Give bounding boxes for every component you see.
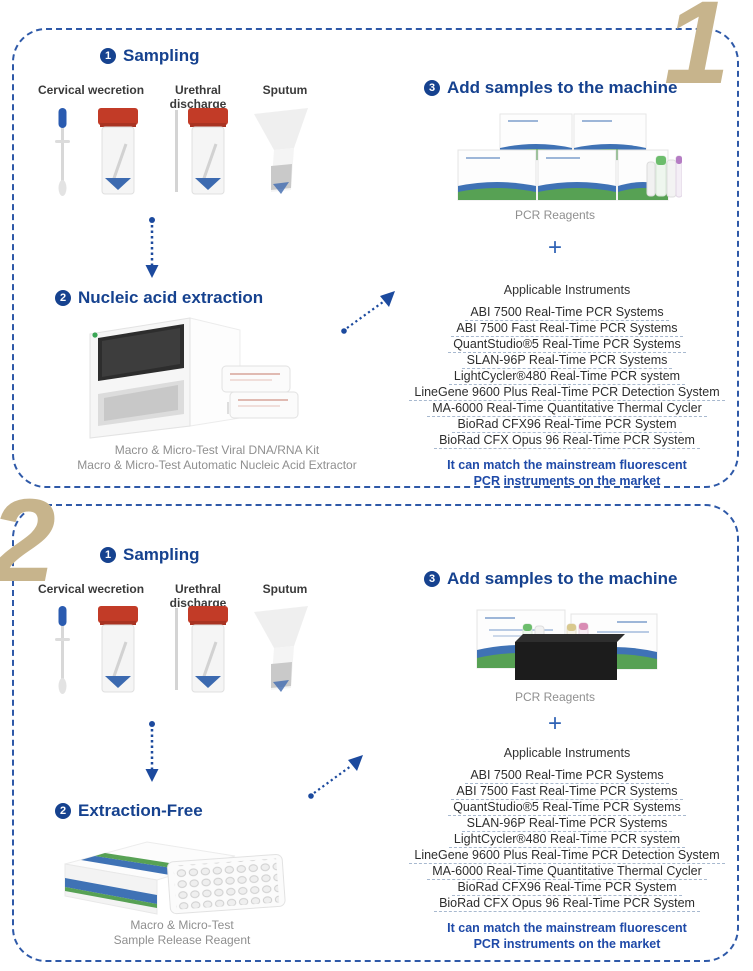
instrument-item: SLAN-96P Real-Time PCR Systems — [461, 816, 673, 832]
step-add-samples-heading: 3 Add samples to the machine — [424, 569, 678, 589]
instrument-item: ABI 7500 Fast Real-Time PCR Systems — [451, 784, 683, 800]
pcr-reagents-image — [476, 609, 658, 680]
instrument-item: LightCycler®480 Real-Time PCR system — [448, 369, 686, 385]
workflow-panel-2: 1 Sampling Cervical wecretion Urethral d… — [12, 504, 739, 962]
step-add-samples-heading: 3 Add samples to the machine — [424, 78, 678, 98]
instrument-item: SLAN-96P Real-Time PCR Systems — [461, 353, 673, 369]
panel-1-numeral: 1 — [664, 0, 730, 109]
step-title: Extraction-Free — [78, 801, 203, 820]
step-number-badge: 3 — [424, 571, 440, 587]
reagent-captions: Macro & Micro-Test Sample Release Reagen… — [22, 918, 342, 948]
step-title: Add samples to the machine — [447, 78, 678, 97]
step-number-badge: 2 — [55, 290, 71, 306]
step-number-badge: 2 — [55, 803, 71, 819]
pcr-reagents-caption: PCR Reagents — [514, 208, 596, 222]
sample-label-cervical: Cervical wecretion — [37, 83, 145, 97]
sampling-devices-illustration — [55, 606, 308, 694]
reagent-pouches — [221, 365, 299, 419]
sample-label-cervical: Cervical wecretion — [37, 582, 145, 596]
sample-label-urethral: Urethral discharge — [169, 582, 227, 610]
instruments-title: Applicable Instruments — [503, 746, 631, 760]
panel-2-numeral: 2 — [0, 482, 56, 600]
arrow-up-right-icon — [341, 291, 395, 334]
arrow-down-icon — [145, 721, 159, 782]
caption-line-1: Macro & Micro-Test — [130, 918, 234, 932]
kit-box — [457, 149, 537, 201]
tube-2 — [188, 108, 228, 195]
sputum-funnel — [254, 606, 308, 692]
step-number-badge: 3 — [424, 80, 440, 96]
applicable-instruments-block: Applicable Instruments ABI 7500 Real-Tim… — [392, 283, 742, 489]
pcr-reagents-caption: PCR Reagents — [514, 690, 596, 704]
pcr-reagents-image — [457, 113, 682, 201]
plus-sign: + — [547, 710, 562, 737]
instrument-item: QuantStudio®5 Real-Time PCR Systems — [448, 800, 686, 816]
instruments-title: Applicable Instruments — [503, 283, 631, 297]
caption-line-2: Sample Release Reagent — [113, 933, 251, 947]
arrow-down-icon — [145, 217, 159, 278]
step-title: Sampling — [123, 545, 200, 564]
instrument-item: MA-6000 Real-Time Quantitative Thermal C… — [427, 864, 707, 880]
note-line-1: It can match the mainstream fluorescent — [447, 921, 687, 935]
applicable-instruments-block: Applicable Instruments ABI 7500 Real-Tim… — [392, 746, 742, 952]
tube-2 — [188, 606, 228, 693]
instrument-item: MA-6000 Real-Time Quantitative Thermal C… — [427, 401, 707, 417]
sample-label-sputum: Sputum — [262, 582, 308, 596]
step-extraction-heading: 2 Nucleic acid extraction — [55, 288, 263, 308]
instrument-item: ABI 7500 Real-Time PCR Systems — [465, 768, 669, 784]
caption-line-1: Macro & Micro-Test Viral DNA/RNA Kit — [114, 443, 320, 457]
well-plate — [167, 853, 286, 915]
compatibility-note: It can match the mainstream fluorescent … — [392, 920, 742, 952]
instrument-item: ABI 7500 Real-Time PCR Systems — [465, 305, 669, 321]
extractor-captions: Macro & Micro-Test Viral DNA/RNA Kit Mac… — [42, 443, 392, 473]
sampling-devices-illustration — [55, 108, 308, 196]
note-line-2: PCR instruments on the market — [473, 474, 661, 488]
tube-1 — [98, 606, 138, 693]
tube-1 — [98, 108, 138, 195]
instrument-item: LineGene 9600 Plus Real-Time PCR Detecti… — [409, 385, 725, 401]
instrument-item: BioRad CFX Opus 96 Real-Time PCR System — [434, 896, 700, 912]
instrument-item: BioRad CFX96 Real-Time PCR System — [452, 880, 682, 896]
instrument-item: QuantStudio®5 Real-Time PCR Systems — [448, 337, 686, 353]
sample-label-sputum: Sputum — [262, 83, 308, 97]
step-number-badge: 1 — [100, 547, 116, 563]
instrument-item: BioRad CFX Opus 96 Real-Time PCR System — [434, 433, 700, 449]
instrument-item: BioRad CFX96 Real-Time PCR System — [452, 417, 682, 433]
step-sampling-heading: 1 Sampling — [100, 46, 200, 66]
step-number-badge: 1 — [100, 48, 116, 64]
compatibility-note: It can match the mainstream fluorescent … — [392, 457, 742, 489]
instrument-item: LightCycler®480 Real-Time PCR system — [448, 832, 686, 848]
instrument-item: LineGene 9600 Plus Real-Time PCR Detecti… — [409, 848, 725, 864]
note-line-2: PCR instruments on the market — [473, 937, 661, 951]
nucleic-acid-extractor-image — [89, 317, 299, 439]
step-title: Nucleic acid extraction — [78, 288, 264, 307]
kit-box — [537, 149, 617, 201]
arrow-up-right-icon — [308, 755, 363, 799]
step-extraction-free-heading: 2 Extraction-Free — [55, 801, 203, 821]
reagent-vials — [646, 155, 682, 198]
plus-sign: + — [547, 234, 562, 261]
vial-rack — [515, 622, 625, 680]
sample-release-reagent-image — [64, 841, 286, 915]
step-title: Add samples to the machine — [447, 569, 678, 588]
workflow-panel-1: 1 Sampling Cervical wecretion Urethral d… — [12, 28, 739, 488]
note-line-1: It can match the mainstream fluorescent — [447, 458, 687, 472]
step-title: Sampling — [123, 46, 200, 65]
step-sampling-heading: 1 Sampling — [100, 545, 200, 565]
sample-label-urethral: Urethral discharge — [169, 83, 227, 111]
caption-line-2: Macro & Micro-Test Automatic Nucleic Aci… — [77, 458, 357, 472]
instrument-item: ABI 7500 Fast Real-Time PCR Systems — [451, 321, 683, 337]
sputum-funnel — [254, 108, 308, 194]
